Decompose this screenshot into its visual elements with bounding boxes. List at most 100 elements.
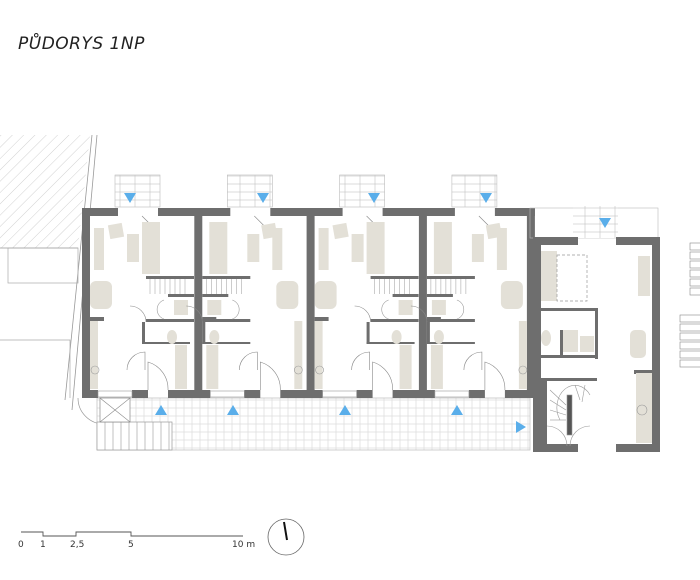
door-swing: [239, 351, 258, 371]
scale-label: 10 m: [232, 540, 255, 550]
toilet: [167, 330, 177, 344]
wall: [370, 319, 419, 322]
wall: [494, 208, 535, 216]
entrance-door: [484, 361, 506, 391]
door-swing: [410, 305, 428, 323]
armchair: [485, 222, 503, 240]
sofa: [366, 222, 385, 274]
sofa: [209, 222, 228, 274]
furniture: [398, 300, 413, 315]
wardrobe: [175, 345, 187, 389]
townhouse-unit: [186, 174, 311, 398]
entry-arrow-icon: [339, 405, 351, 415]
entry-arrow-icon: [451, 405, 463, 415]
drawing-title: PŮDORYS 1NP: [18, 34, 145, 54]
dining-table: [314, 281, 337, 309]
scale-bar: 0 1 2,5 5 10 m: [18, 531, 255, 550]
wall: [366, 342, 415, 344]
garden-steps: [114, 174, 161, 208]
coffee-table: [127, 234, 139, 262]
wall: [392, 390, 423, 398]
kitchen-counter: [90, 321, 98, 389]
furniture: [431, 300, 446, 315]
cabinet: [94, 228, 104, 270]
kitchen-counter: [294, 321, 303, 389]
wall: [194, 208, 231, 216]
wall: [306, 208, 343, 216]
wall: [194, 208, 203, 398]
wall: [202, 322, 206, 344]
scale-label: 5: [128, 540, 134, 550]
wall: [158, 208, 198, 216]
stair-core: [392, 294, 419, 297]
wall: [142, 342, 190, 344]
wall: [168, 390, 198, 398]
entry-arrow-icon: [227, 405, 239, 415]
door-swing: [129, 305, 147, 323]
wall: [280, 390, 311, 398]
front-steps: [96, 397, 173, 451]
north-arrow-icon: [267, 518, 305, 556]
window: [322, 390, 357, 398]
stair-core: [168, 294, 194, 297]
wall: [382, 208, 423, 216]
scale-label: 0: [18, 540, 24, 550]
door-swing: [186, 305, 203, 323]
wall: [426, 342, 475, 344]
townhouse-unit: [82, 174, 198, 398]
dining-table: [500, 281, 523, 309]
wardrobe: [206, 345, 219, 389]
wall: [504, 390, 535, 398]
stair-core: [202, 294, 229, 297]
wall: [418, 208, 455, 216]
garden-steps: [227, 174, 273, 208]
wall: [82, 208, 90, 398]
dining-table: [90, 281, 112, 309]
wardrobe: [399, 345, 412, 389]
wall: [426, 322, 430, 344]
wall: [426, 319, 475, 322]
cabinet: [496, 228, 507, 270]
wall: [132, 390, 148, 398]
garden-steps: [573, 206, 618, 238]
stair-core: [426, 294, 453, 297]
garden-steps: [339, 174, 385, 208]
coffee-table: [247, 234, 260, 262]
sink: [293, 365, 303, 375]
wall: [426, 276, 475, 279]
wall: [468, 390, 485, 398]
door-swing: [126, 351, 146, 371]
entry-arrow-icon: [124, 193, 136, 203]
entrance-door: [372, 361, 393, 391]
sofa: [142, 222, 160, 274]
entry-arrow-icon: [599, 218, 611, 228]
coffee-table: [351, 234, 364, 262]
wall: [270, 208, 311, 216]
cabinet: [318, 228, 329, 270]
entry-arrow-icon: [368, 193, 380, 203]
door-swing: [463, 351, 483, 371]
entry-arrow-icon: [516, 421, 526, 433]
dining-table: [276, 281, 299, 309]
entry-arrow-icon: [257, 193, 269, 203]
end-unit: [529, 206, 660, 452]
wall: [306, 390, 323, 398]
sofa: [433, 222, 452, 274]
armchair: [107, 222, 125, 240]
scale-label: 2,5: [70, 540, 84, 550]
furniture: [207, 300, 222, 315]
door-swing: [354, 305, 371, 323]
wardrobe: [430, 345, 443, 389]
sink: [90, 365, 100, 375]
furniture: [174, 300, 188, 315]
entry-arrow-icon: [155, 405, 167, 415]
armchair: [332, 222, 349, 240]
cabinet: [272, 228, 283, 270]
kitchen-counter: [314, 321, 323, 389]
wall: [142, 322, 145, 344]
window: [210, 390, 245, 398]
window: [434, 390, 470, 398]
neighbour-plot: [0, 134, 105, 425]
wall: [418, 208, 427, 398]
